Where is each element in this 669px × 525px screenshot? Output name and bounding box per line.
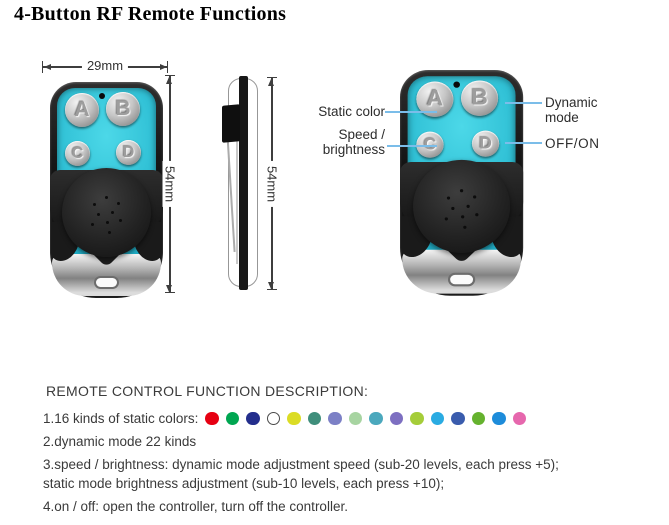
static-colors-row: 1.16 kinds of static colors: (43, 409, 643, 429)
color-swatch (512, 411, 527, 425)
height-dimension-front: 54mm (162, 75, 178, 293)
static-colors-label: 1.16 kinds of static colors: (43, 410, 199, 426)
button-b: B (461, 80, 499, 116)
page-title: 4-Button RF Remote Functions (14, 3, 287, 25)
remote-side-view (222, 76, 266, 290)
height-dimension-label: 54mm (264, 160, 280, 207)
arrow-down-icon (268, 281, 275, 289)
height-dimension-side: 54mm (264, 77, 280, 290)
side-clip (222, 104, 240, 143)
color-swatch (492, 411, 506, 425)
arrow-up-icon (166, 76, 173, 84)
led-indicator (453, 81, 460, 88)
keyring-hole (447, 272, 476, 287)
color-swatch (307, 411, 322, 425)
color-swatch (471, 411, 486, 425)
button-c: C (65, 141, 90, 166)
button-d: D (116, 140, 141, 165)
dynamic-mode-line: 2.dynamic mode 22 kinds (43, 433, 197, 449)
leader-line-dynamic-mode (505, 102, 542, 104)
on-off-line: 4.on / off: open the controller, turn of… (43, 499, 348, 514)
callout-speed-brightness: Speed / brightness (322, 127, 385, 157)
color-swatch (225, 411, 240, 425)
remote-slider-knob (62, 168, 151, 257)
callout-dynamic-mode: Dynamic mode (545, 95, 598, 125)
led-indicator (99, 93, 105, 99)
remote-labeled-view: A B C D (400, 70, 524, 296)
keyring-hole (94, 276, 119, 289)
button-b: B (106, 92, 140, 126)
color-swatch (328, 411, 342, 425)
arrow-down-icon (166, 284, 173, 292)
callout-off-on: OFF/ON (545, 136, 600, 151)
remote-front-view: A B C D (50, 82, 163, 298)
function-description: REMOTE CONTROL FUNCTION DESCRIPTION: 1.1… (43, 382, 643, 520)
color-swatch (266, 411, 281, 425)
callout-static-color: Static color (318, 104, 385, 119)
button-a: A (65, 93, 99, 127)
side-slider-bar (239, 76, 248, 290)
width-dimension-label: 29mm (81, 58, 129, 73)
color-swatch (348, 411, 363, 425)
leader-line-off-on (505, 142, 542, 144)
button-d: D (471, 130, 500, 157)
color-swatch (369, 411, 383, 425)
arrow-up-icon (268, 78, 275, 86)
color-swatch (246, 411, 260, 425)
color-swatch (430, 411, 445, 425)
color-swatch (205, 411, 219, 425)
color-swatch (287, 411, 301, 425)
remote-slider-knob (413, 159, 511, 253)
color-swatch-row (198, 411, 527, 425)
color-swatch (389, 411, 404, 425)
leader-line-static-color (385, 111, 437, 113)
width-dimension: 29mm (42, 58, 168, 73)
description-heading: REMOTE CONTROL FUNCTION DESCRIPTION: (46, 383, 369, 399)
speed-brightness-line: 3.speed / brightness: dynamic mode adjus… (43, 456, 559, 492)
button-c: C (416, 131, 444, 158)
color-swatch (410, 411, 424, 425)
leader-line-speed-brightness (387, 145, 437, 147)
arrow-left-icon (43, 63, 51, 70)
color-swatch (451, 411, 465, 425)
height-dimension-label: 54mm (162, 160, 178, 208)
arrow-right-icon (159, 63, 167, 70)
